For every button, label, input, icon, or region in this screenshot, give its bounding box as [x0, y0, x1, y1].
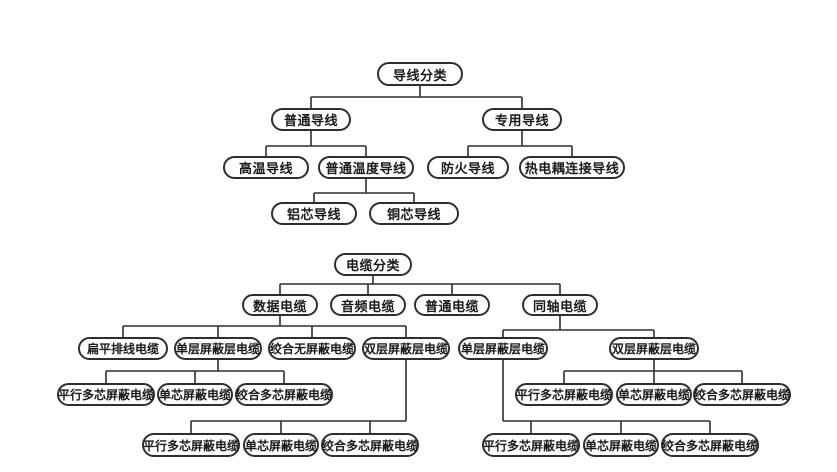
node-single-core-shielded-cable: 单芯屏蔽电缆	[616, 383, 692, 406]
node-twisted-multicore-shielded-cable: 绞合多芯屏蔽电缆	[661, 433, 759, 457]
node-wire-classification: 导线分类	[377, 62, 463, 86]
node-audio-cable: 音频电缆	[330, 294, 406, 316]
node-twisted-multicore-shielded-cable: 绞合多芯屏蔽电缆	[235, 383, 333, 406]
node-data-cable: 数据电缆	[242, 294, 318, 316]
node-twisted-multicore-shielded-cable: 绞合多芯屏蔽电缆	[321, 433, 419, 457]
node-parallel-multicore-shielded-cable: 平行多芯屏蔽电缆	[515, 383, 613, 406]
node-single-core-shielded-cable: 单芯屏蔽电缆	[583, 433, 659, 457]
node-twisted-multicore-shielded-cable: 绞合多芯屏蔽电缆	[693, 383, 791, 406]
node-ordinary-cable: 普通电缆	[414, 294, 490, 316]
node-double-layer-shielded-cable: 双层屏蔽层电缆	[362, 337, 450, 360]
node-flat-ribbon-cable: 扁平排线电缆	[78, 337, 168, 360]
node-cable-classification: 电缆分类	[334, 253, 412, 276]
node-single-core-shielded-cable: 单芯屏蔽电缆	[157, 383, 233, 406]
node-aluminum-core-wire: 铝芯导线	[271, 202, 357, 225]
node-special-wire: 专用导线	[482, 108, 562, 131]
node-twisted-unshielded-cable: 绞合无屏蔽电缆	[268, 337, 356, 360]
node-single-layer-shielded-cable: 单层屏蔽层电缆	[458, 337, 548, 360]
node-ordinary-wire: 普通导线	[271, 108, 351, 131]
node-copper-core-wire: 铜芯导线	[369, 202, 459, 225]
node-parallel-multicore-shielded-cable: 平行多芯屏蔽电缆	[142, 433, 240, 457]
node-single-layer-shielded-cable: 单层屏蔽层电缆	[174, 337, 262, 360]
node-double-layer-shielded-cable: 双层屏蔽层电缆	[609, 337, 699, 360]
node-fireproof-wire: 防火导线	[427, 156, 509, 179]
node-coaxial-cable: 同轴电缆	[522, 294, 598, 316]
node-parallel-multicore-shielded-cable: 平行多芯屏蔽电缆	[57, 383, 155, 406]
node-single-core-shielded-cable: 单芯屏蔽电缆	[243, 433, 319, 457]
node-high-temp-wire: 高温导线	[223, 156, 309, 179]
node-normal-temp-wire: 普通温度导线	[318, 156, 414, 179]
node-thermocouple-connection-wire: 热电耦连接导线	[519, 156, 625, 179]
node-parallel-multicore-shielded-cable: 平行多芯屏蔽电缆	[482, 433, 580, 457]
